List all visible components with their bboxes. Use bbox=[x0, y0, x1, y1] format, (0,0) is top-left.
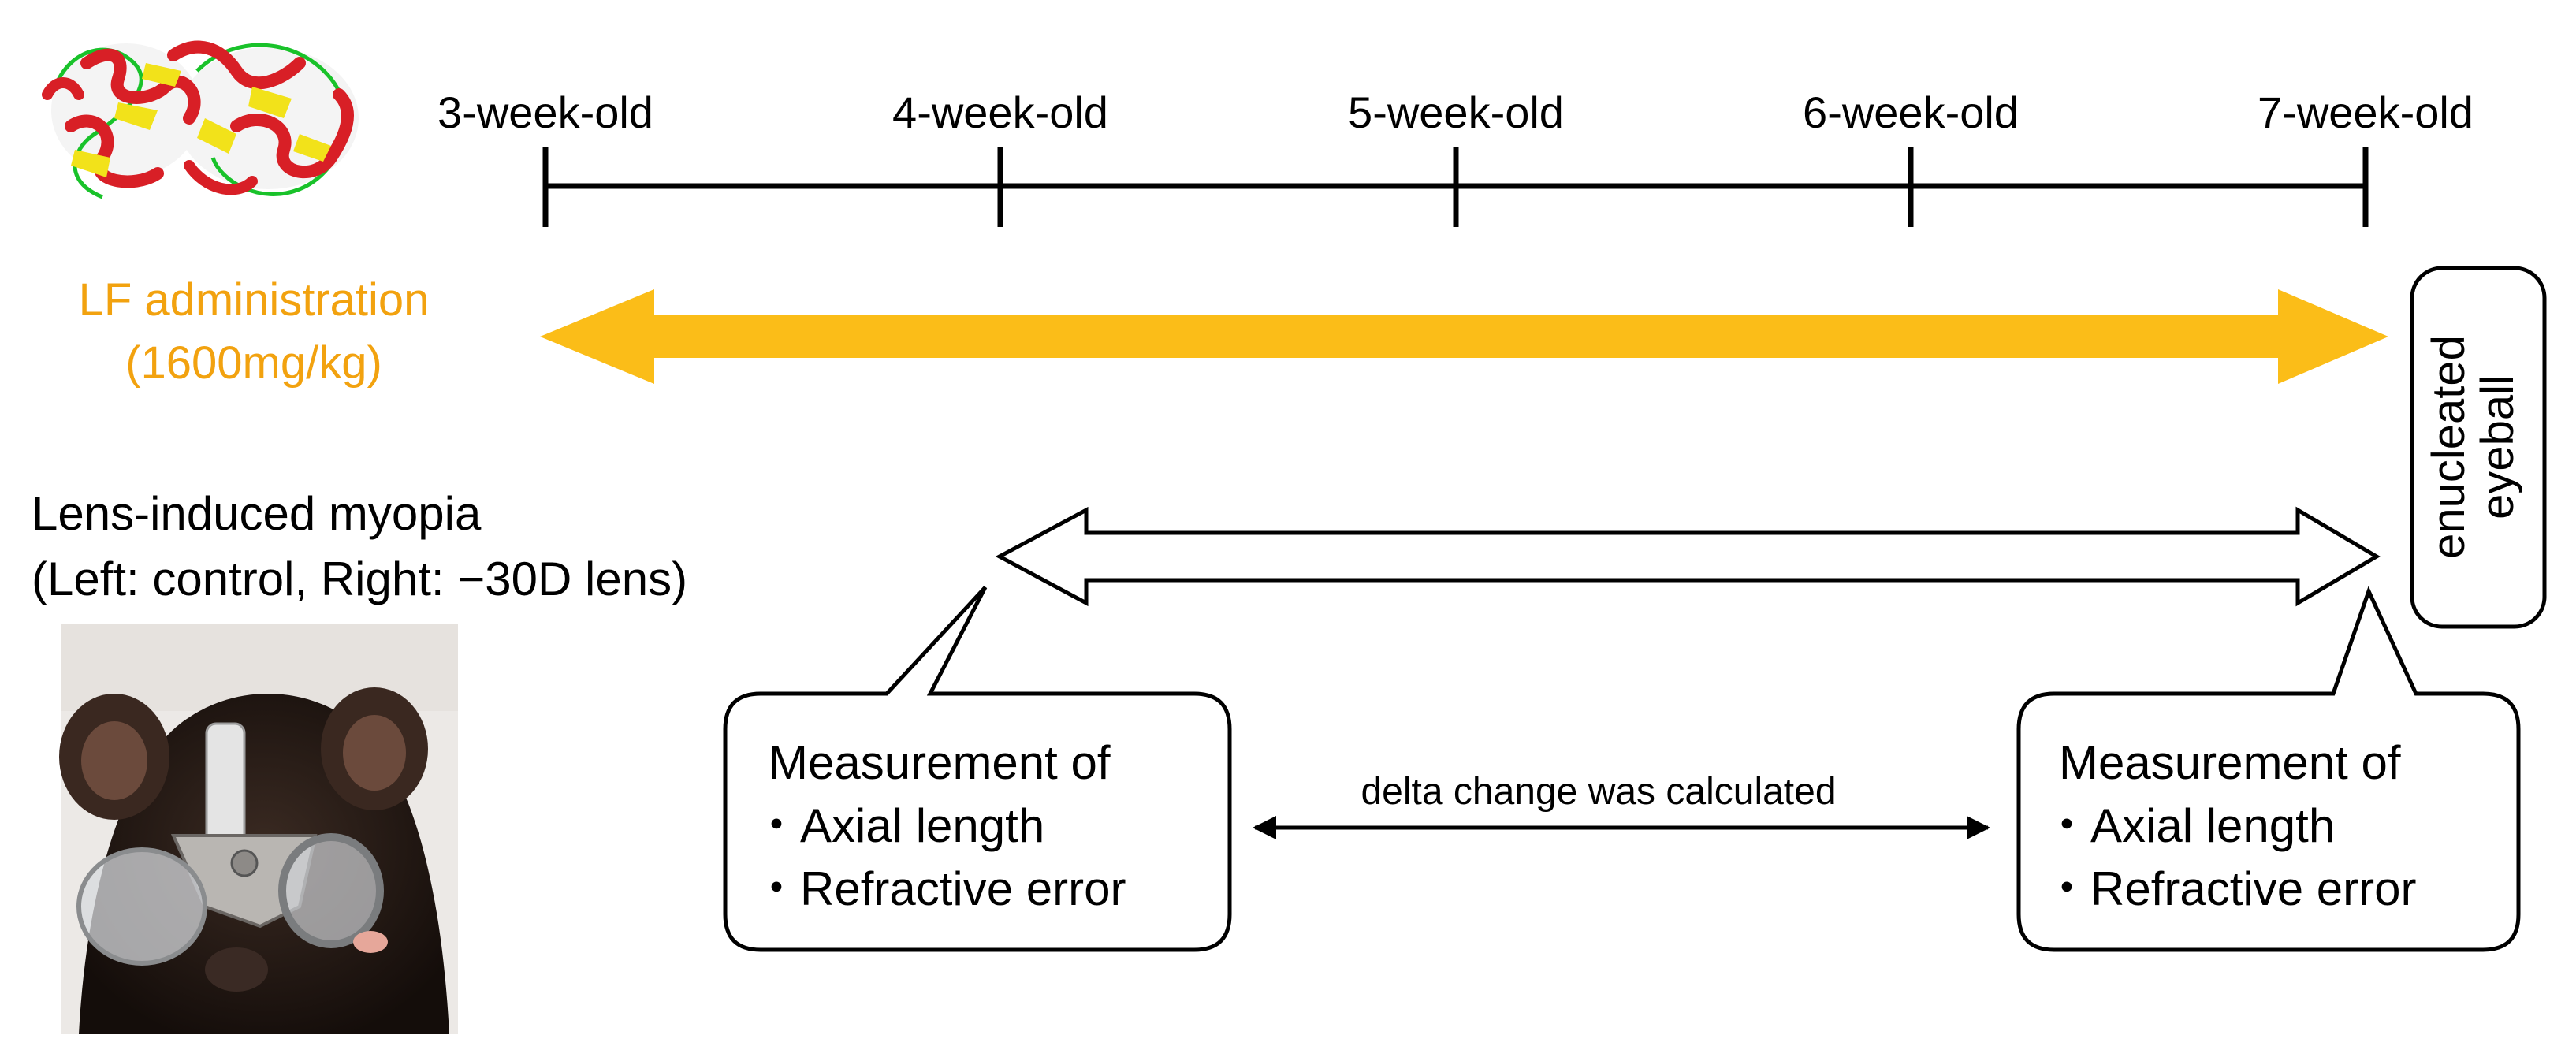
week-label-7: 7-week-old bbox=[2258, 87, 2474, 137]
enucleated-eyeball-box: enucleated eyeball bbox=[2410, 266, 2547, 629]
lf-administration-label: LF administration bbox=[79, 274, 430, 326]
week-label-6: 6-week-old bbox=[1803, 87, 2019, 137]
week-label-3: 3-week-old bbox=[437, 87, 653, 137]
measurement-left-refractive-error: ・Refractive error bbox=[753, 862, 1126, 915]
delta-change-label: delta change was calculated bbox=[1361, 771, 1836, 813]
measurement-right-axial-length: ・Axial length bbox=[2043, 799, 2335, 852]
eyeball-label-line2: eyeball bbox=[2472, 374, 2523, 519]
lim-condition-label: (Left: control, Right: −30D lens) bbox=[32, 553, 687, 605]
lens-induced-myopia-label: Lens-induced myopia bbox=[32, 487, 482, 540]
measurement-right-title: Measurement of bbox=[2059, 736, 2401, 789]
measurement-callout-left: Measurement of ・Axial length ・Refractive… bbox=[723, 586, 1232, 952]
delta-change-connector: delta change was calculated bbox=[1253, 771, 1990, 839]
week-label-4: 4-week-old bbox=[892, 87, 1108, 137]
measurement-left-title: Measurement of bbox=[769, 736, 1111, 789]
measurement-right-refractive-error: ・Refractive error bbox=[2043, 862, 2416, 915]
measurement-callout-right: Measurement of ・Axial length ・Refractive… bbox=[2016, 586, 2521, 952]
lim-period-arrow bbox=[995, 506, 2381, 607]
mouse-with-lens-photo bbox=[59, 624, 458, 1034]
lactoferrin-structure-image bbox=[42, 40, 359, 199]
timeline: 3-week-old 4-week-old 5-week-old 6-week-… bbox=[437, 87, 2474, 227]
measurement-left-axial-length: ・Axial length bbox=[753, 799, 1044, 852]
week-label-5: 5-week-old bbox=[1348, 87, 1564, 137]
eyeball-label-line1: enucleated bbox=[2423, 335, 2474, 559]
lf-administration-arrow bbox=[540, 289, 2388, 384]
lf-dose-label: (1600mg/kg) bbox=[125, 337, 382, 389]
